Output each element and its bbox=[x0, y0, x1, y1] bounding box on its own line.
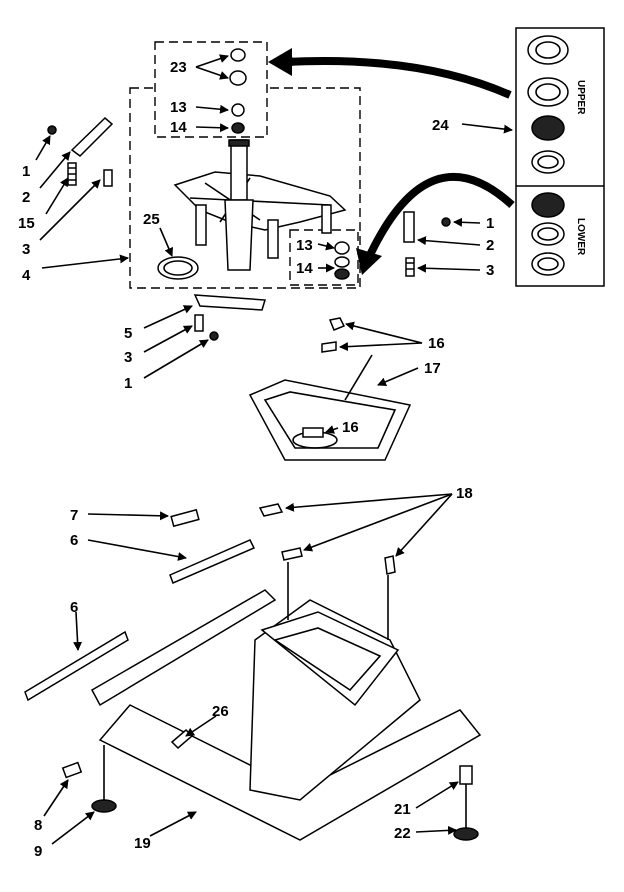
right-bolt bbox=[441, 217, 451, 227]
leader-lines bbox=[35, 54, 513, 845]
callout-8: 8 bbox=[34, 817, 42, 834]
upper-bearing-parts bbox=[229, 48, 247, 134]
callout-16-plate: 16 bbox=[342, 419, 359, 436]
bottom-bolt bbox=[209, 331, 219, 341]
callout-14-upper: 14 bbox=[170, 119, 187, 136]
callout-3-right: 3 bbox=[486, 262, 494, 279]
callout-26: 26 bbox=[212, 703, 229, 720]
callout-3-top-left: 3 bbox=[22, 241, 30, 258]
mounting-plate-section bbox=[248, 317, 412, 461]
callout-1-bottom: 1 bbox=[124, 375, 132, 392]
leveling-foot-left bbox=[91, 799, 117, 813]
callout-22: 22 bbox=[394, 825, 411, 842]
callout-18: 18 bbox=[456, 485, 473, 502]
callout-24: 24 bbox=[432, 117, 449, 134]
base-side-rail bbox=[90, 589, 277, 707]
callout-3-bottom: 3 bbox=[124, 349, 132, 366]
clip-top-a bbox=[328, 317, 346, 331]
left-bracket bbox=[70, 116, 114, 157]
callout-1-right: 1 bbox=[486, 215, 494, 232]
callout-2-right: 2 bbox=[486, 237, 494, 254]
callout-17: 17 bbox=[424, 360, 441, 377]
callout-19: 19 bbox=[134, 835, 151, 852]
callout-13-upper: 13 bbox=[170, 99, 187, 116]
clip-top-b bbox=[321, 341, 337, 353]
bottom-spring bbox=[194, 314, 204, 332]
callout-9: 9 bbox=[34, 843, 42, 860]
frame-leg-left bbox=[195, 204, 207, 246]
kit-lower-parts bbox=[531, 192, 565, 276]
callout-25: 25 bbox=[143, 211, 160, 228]
right-spring bbox=[405, 257, 415, 277]
callout-labels: 1 2 15 3 4 23 13 14 25 13 14 1 2 3 24 5 … bbox=[18, 59, 494, 860]
clip-18c bbox=[384, 555, 396, 575]
center-post bbox=[230, 139, 248, 201]
transmission-assembly bbox=[47, 41, 515, 341]
base-frame-section bbox=[24, 503, 482, 841]
clip-plate bbox=[302, 427, 324, 438]
left-clip bbox=[103, 169, 113, 187]
callout-15: 15 bbox=[18, 215, 35, 232]
rail-upper bbox=[169, 539, 256, 585]
base-frame bbox=[98, 704, 482, 841]
bottom-bracket bbox=[193, 294, 266, 311]
kit-upper-parts bbox=[527, 35, 569, 174]
left-bolt bbox=[47, 125, 57, 135]
foot-pad-left bbox=[61, 761, 83, 779]
callout-21: 21 bbox=[394, 801, 411, 818]
callout-16-top: 16 bbox=[428, 335, 445, 352]
clip-18b bbox=[281, 547, 303, 561]
post-cap bbox=[228, 139, 250, 147]
triangle-top bbox=[260, 611, 400, 707]
leveling-foot-right bbox=[453, 827, 479, 841]
kit-to-upper-arrow bbox=[284, 56, 512, 99]
callout-2-top-left: 2 bbox=[22, 189, 30, 206]
rail-lower bbox=[24, 630, 129, 702]
callout-5: 5 bbox=[124, 325, 132, 342]
callout-7: 7 bbox=[70, 507, 78, 524]
callout-1-top-left: 1 bbox=[22, 163, 30, 180]
callout-4: 4 bbox=[22, 267, 31, 284]
kit-lower-label: LOWER bbox=[575, 218, 586, 256]
clip-18a bbox=[258, 503, 284, 517]
upper-bearing-dashed-box bbox=[154, 41, 268, 138]
bearing-kit-box: UPPER LOWER bbox=[515, 27, 605, 287]
foot-bushing-right bbox=[459, 765, 473, 785]
callout-6-lower: 6 bbox=[70, 599, 78, 616]
kit-to-lower-arrow bbox=[366, 173, 515, 257]
callout-6-upper: 6 bbox=[70, 532, 78, 549]
center-column bbox=[224, 199, 254, 271]
lower-bearing-parts bbox=[334, 241, 350, 280]
callout-14-lower: 14 bbox=[296, 260, 313, 277]
callout-23: 23 bbox=[170, 59, 187, 76]
right-bracket bbox=[403, 211, 415, 243]
frame-leg-back bbox=[321, 204, 332, 234]
frame-leg-right bbox=[267, 219, 279, 259]
pin bbox=[170, 508, 200, 528]
callout-13-lower: 13 bbox=[296, 237, 313, 254]
kit-upper-label: UPPER bbox=[575, 80, 586, 115]
